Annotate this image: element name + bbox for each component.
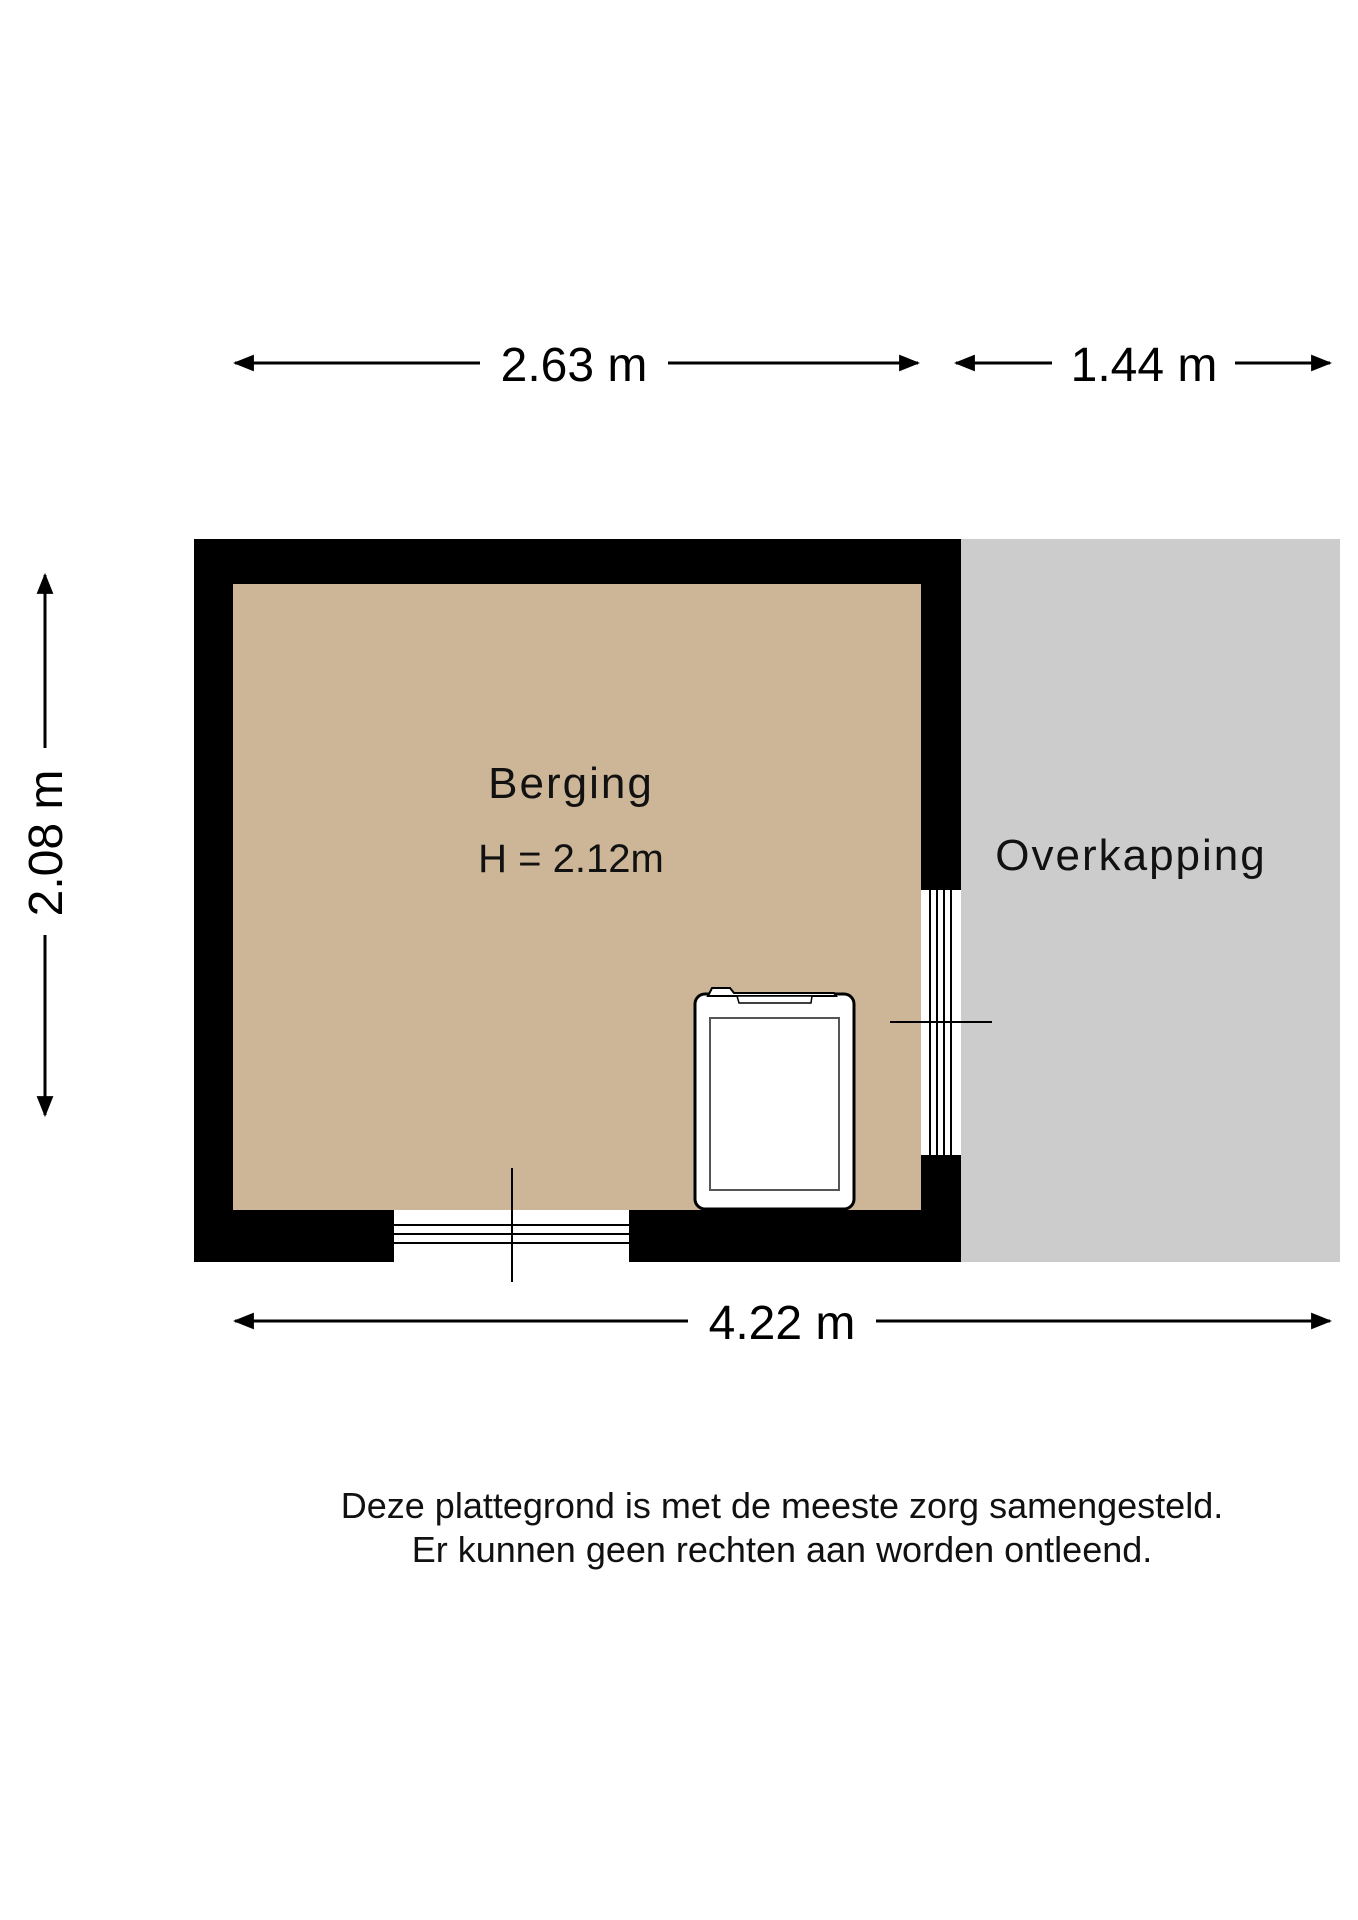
room-name-overkapping: Overkapping xyxy=(995,831,1266,880)
bottom-door xyxy=(394,1168,629,1282)
disclaimer-line-2: Er kunnen geen rechten aan worden ontlee… xyxy=(412,1529,1153,1570)
svg-text:2.08 m: 2.08 m xyxy=(20,770,73,917)
washing-machine-icon xyxy=(693,987,856,1211)
room-height-berging: H = 2.12m xyxy=(478,837,664,881)
svg-text:1.44 m: 1.44 m xyxy=(1071,339,1218,392)
svg-text:4.22 m: 4.22 m xyxy=(709,1297,856,1350)
right-door xyxy=(890,890,992,1155)
disclaimer-line-1: Deze plattegrond is met de meeste zorg s… xyxy=(341,1485,1223,1526)
room-name-berging: Berging xyxy=(488,759,654,808)
dimension-bottom: 4.22 m xyxy=(232,1297,1333,1350)
overkapping-area xyxy=(961,539,1340,1262)
svg-text:2.63 m: 2.63 m xyxy=(501,339,648,392)
dimension-left: 2.08 m xyxy=(20,572,73,1118)
dimension-top-right: 1.44 m xyxy=(953,339,1333,392)
dimension-top-left: 2.63 m xyxy=(232,339,921,392)
